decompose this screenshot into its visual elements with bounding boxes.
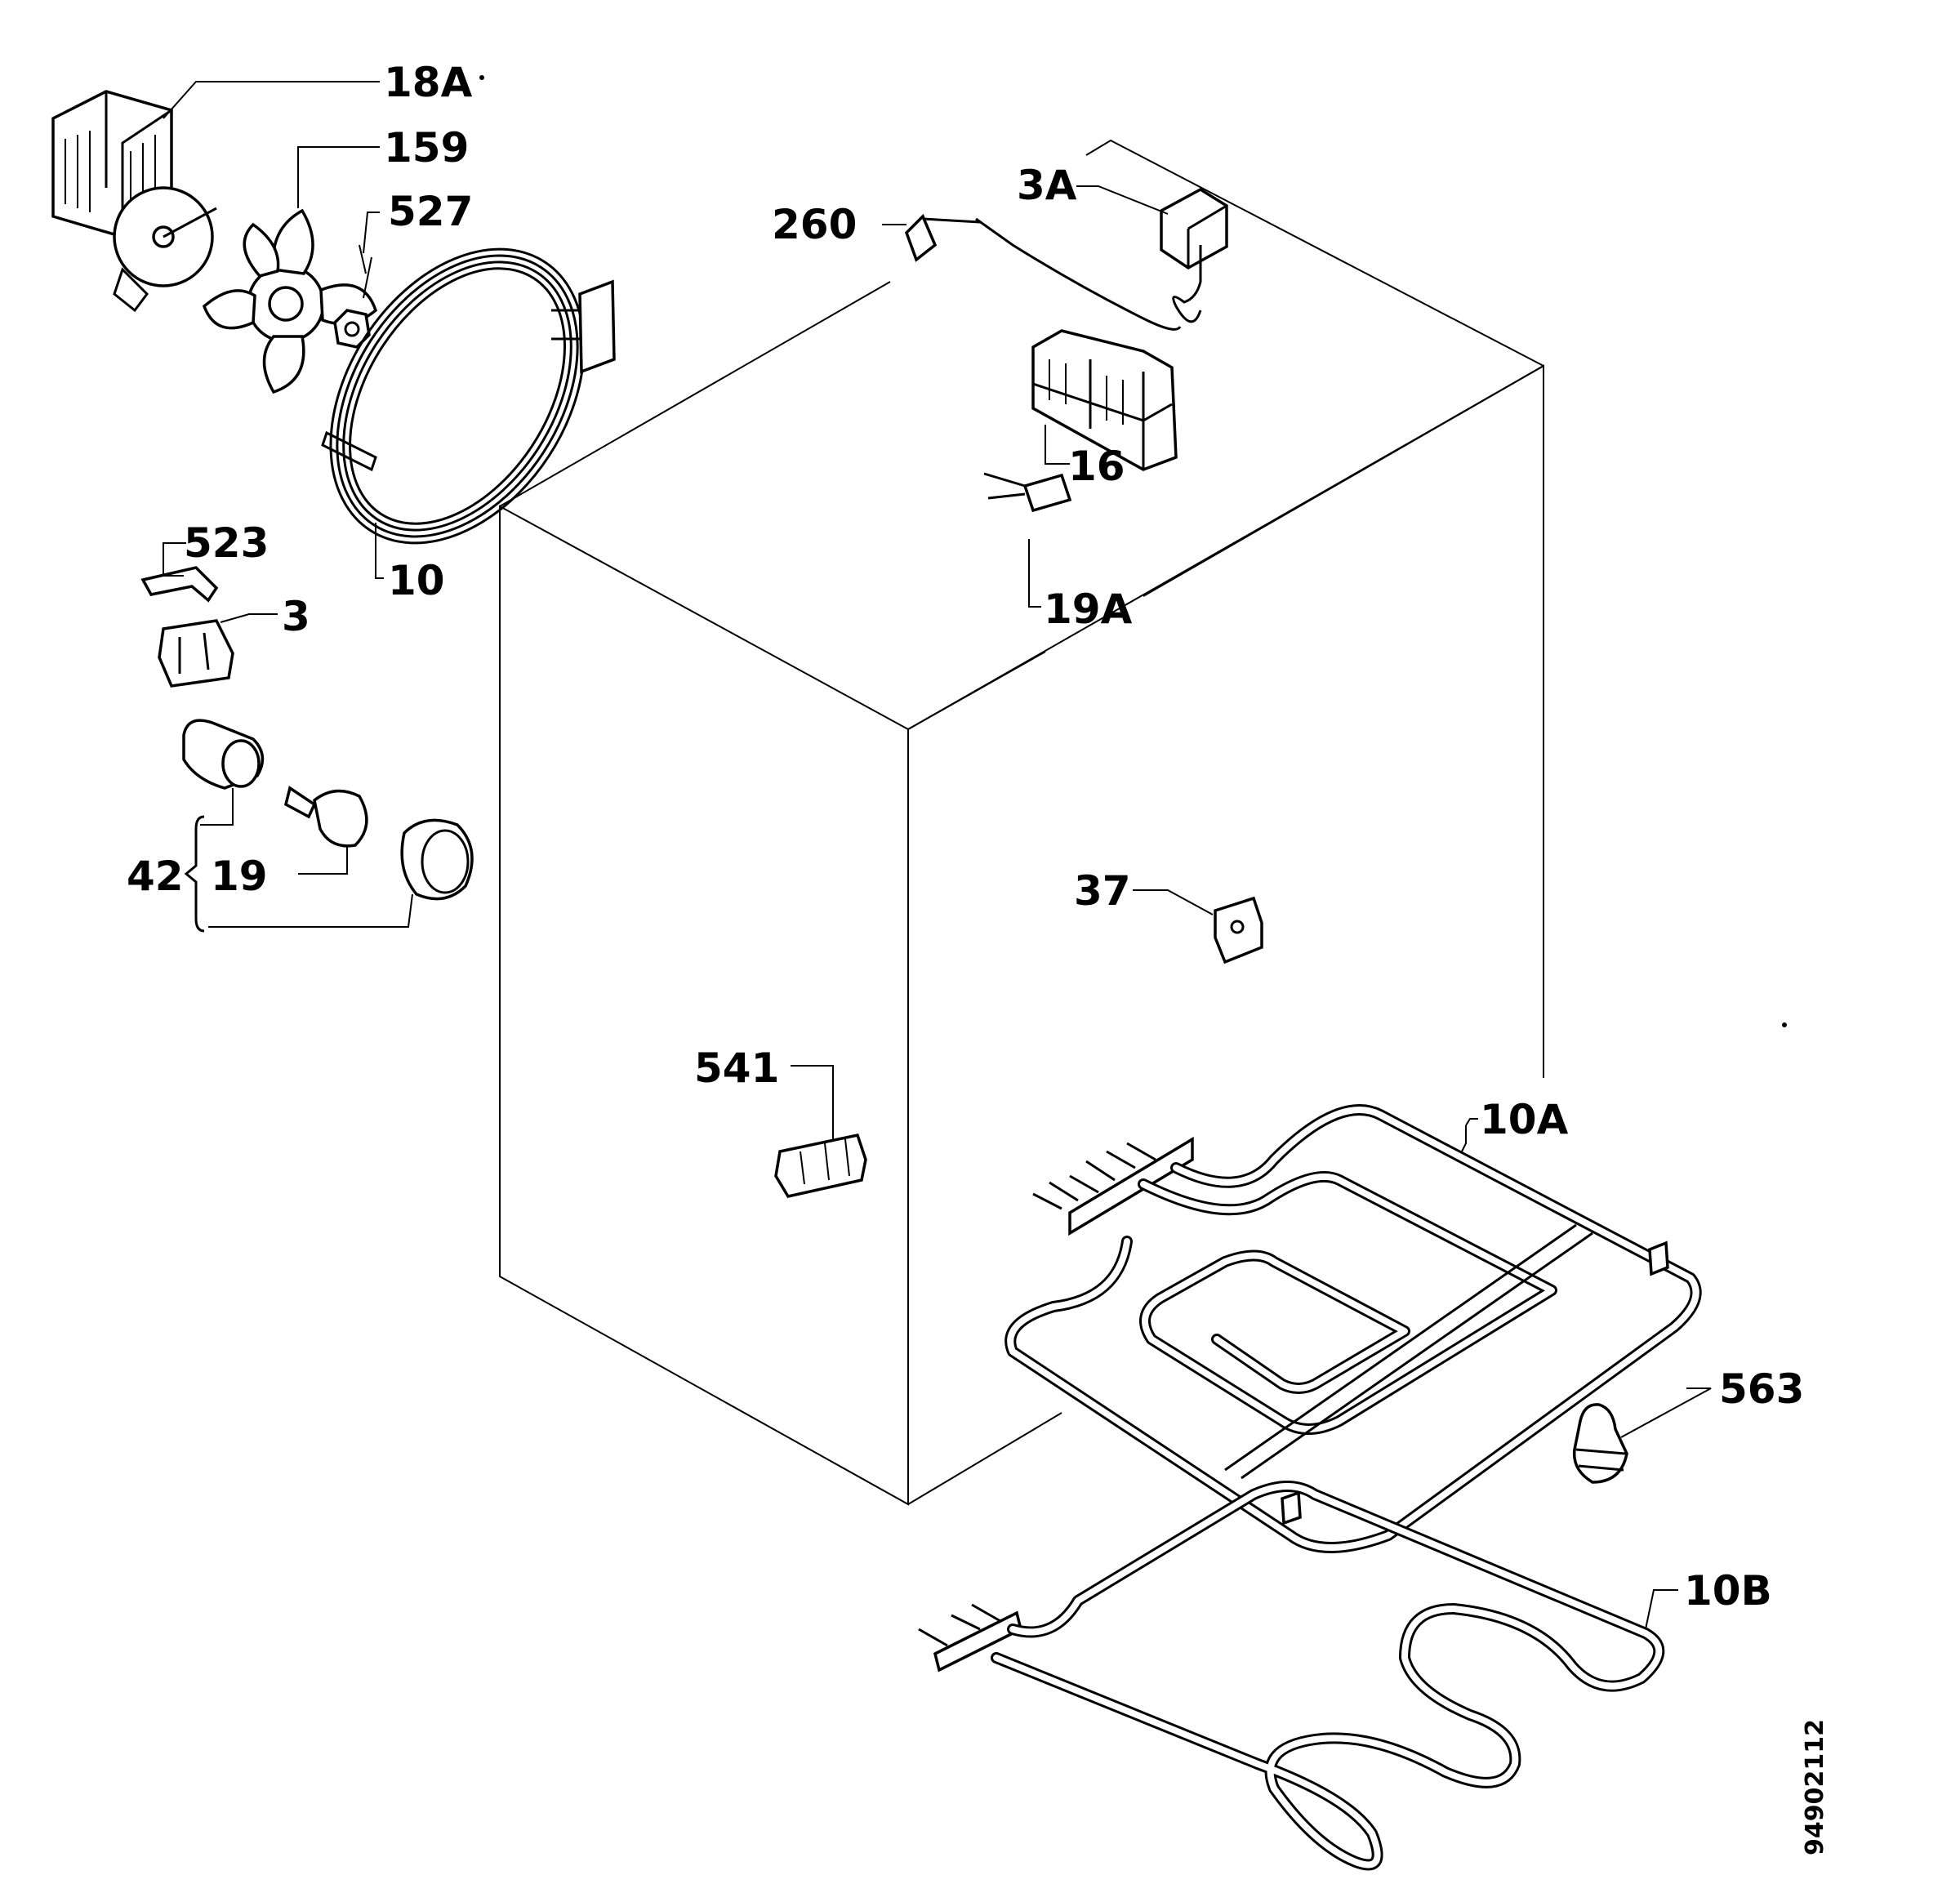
label-260: 260 — [772, 201, 857, 248]
label-3: 3 — [282, 593, 310, 640]
label-18A: 18A — [384, 59, 473, 106]
label-159: 159 — [384, 124, 469, 171]
label-563: 563 — [1719, 1365, 1804, 1413]
temperature-probe-part — [904, 213, 1182, 331]
part-labels: 18A 159 527 260 3A 16 10 523 3 19A 42 19… — [127, 59, 1804, 1615]
label-523: 523 — [184, 519, 269, 567]
terminal-block-part — [774, 1133, 867, 1198]
label-16: 16 — [1068, 443, 1125, 490]
document-number: 94902112 — [1801, 1719, 1829, 1855]
nut-part — [333, 244, 372, 349]
selector-switch-part — [1031, 329, 1178, 471]
connector-part — [1572, 1403, 1628, 1484]
door-switch-part — [1214, 896, 1263, 964]
fan-blade-part — [202, 208, 378, 394]
small-switch-part — [158, 619, 234, 688]
lower-heater-part — [918, 1481, 1665, 1871]
leader-lines — [163, 81, 1712, 1630]
label-19: 19 — [211, 853, 268, 900]
fan-motor-part — [51, 90, 217, 313]
label-527: 527 — [388, 188, 473, 235]
label-37: 37 — [1074, 867, 1131, 915]
clip-part — [140, 566, 219, 603]
label-541: 541 — [694, 1044, 779, 1092]
label-3A: 3A — [1017, 162, 1077, 209]
thermostat-part — [1160, 187, 1228, 323]
circular-heater-part — [321, 247, 616, 545]
label-10B: 10B — [1684, 1567, 1772, 1615]
label-10A: 10A — [1480, 1096, 1569, 1143]
small-sensor-part — [983, 472, 1072, 513]
grill-element-part — [1004, 1104, 1702, 1553]
stray-dot — [479, 75, 484, 80]
label-19A: 19A — [1044, 586, 1133, 633]
stray-dot — [1782, 1022, 1787, 1027]
lamp-assembly — [182, 719, 474, 901]
group-bracket-42 — [184, 815, 205, 933]
label-42: 42 — [127, 853, 184, 900]
oven-cabinet — [499, 139, 1544, 1506]
label-10: 10 — [388, 557, 445, 604]
